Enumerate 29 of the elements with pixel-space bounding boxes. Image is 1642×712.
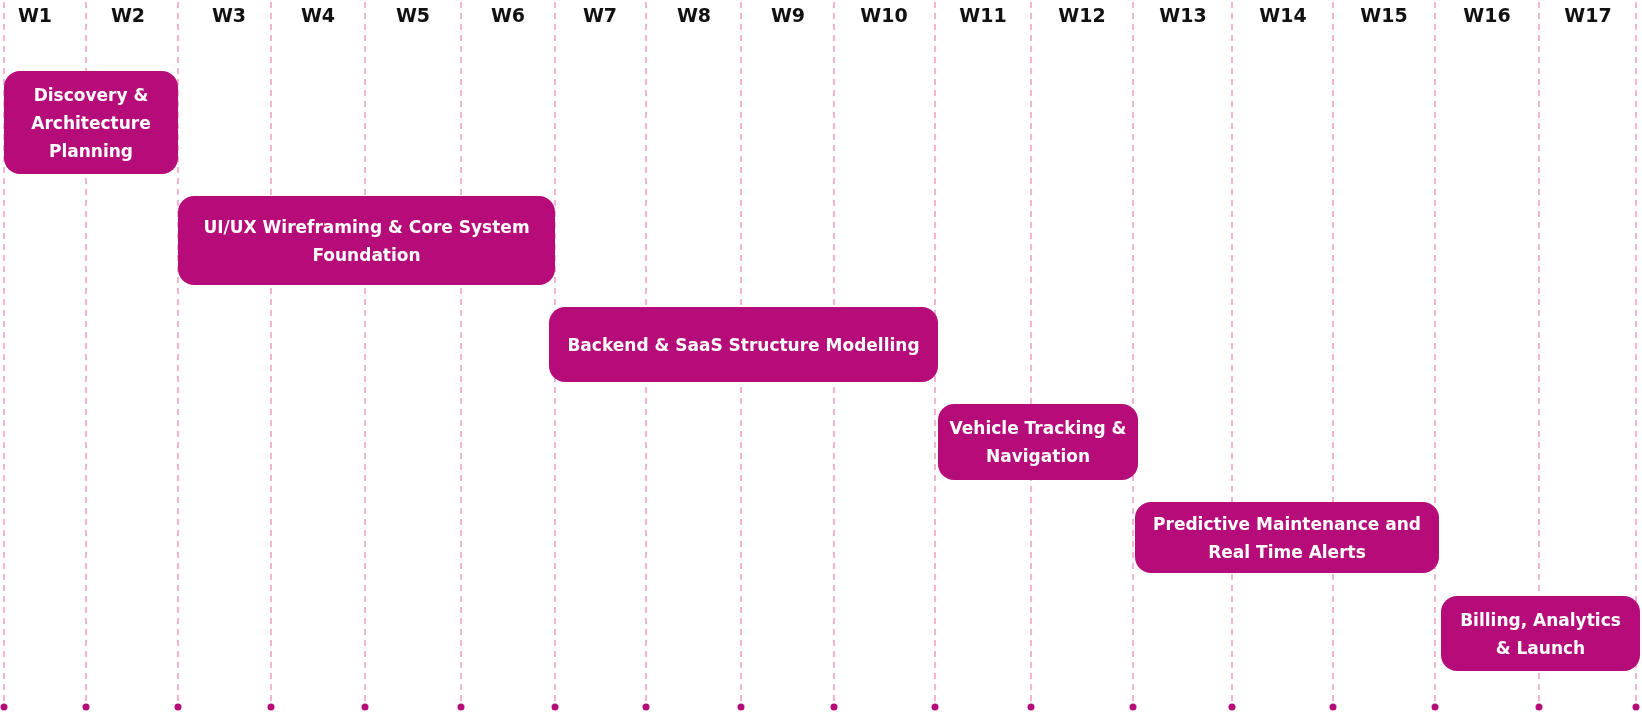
task-label: Backend & SaaS Structure Modelling xyxy=(567,333,920,357)
week-label: W6 xyxy=(490,4,526,26)
week-label: W8 xyxy=(676,4,712,26)
week-label: W10 xyxy=(860,4,908,26)
task-bar xyxy=(938,404,1138,480)
week-label: W11 xyxy=(959,4,1007,26)
week-label: W4 xyxy=(300,4,336,26)
week-label: W5 xyxy=(395,4,431,26)
week-label: W13 xyxy=(1159,4,1207,26)
week-label: W14 xyxy=(1259,4,1307,26)
week-label: W12 xyxy=(1058,4,1106,26)
task-bar xyxy=(549,307,938,382)
task-label: Discovery & Architecture Planning xyxy=(30,83,152,163)
week-label: W15 xyxy=(1360,4,1408,26)
week-label: W3 xyxy=(211,4,247,26)
week-label: W9 xyxy=(770,4,806,26)
week-label: W2 xyxy=(110,4,146,26)
task-bar xyxy=(178,196,555,285)
week-label: W17 xyxy=(1564,4,1612,26)
task-label: Vehicle Tracking & Navigation xyxy=(948,417,1128,468)
task-label: UI/UX Wireframing & Core System Foundation xyxy=(202,215,531,267)
week-label: W16 xyxy=(1463,4,1511,26)
task-label: Billing, Analytics & Launch xyxy=(1459,608,1622,660)
task-bar xyxy=(1135,502,1439,573)
task-bar xyxy=(1441,596,1640,671)
task-label: Predictive Maintenance and Real Time Alerts xyxy=(1152,512,1422,564)
task-bar xyxy=(4,71,178,174)
week-label: W1 xyxy=(17,4,53,26)
week-label: W7 xyxy=(582,4,618,26)
